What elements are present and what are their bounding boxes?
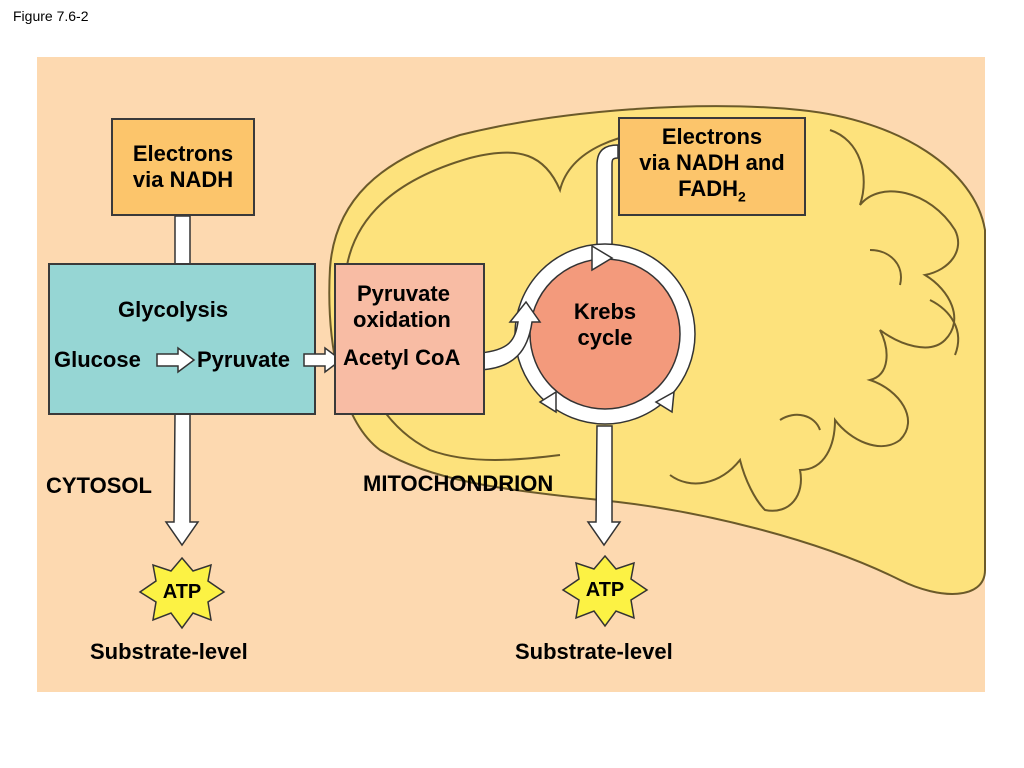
glucose-to-pyruvate-arrow [156, 346, 196, 374]
crista-fold [869, 249, 902, 286]
cycle-arrowhead [654, 390, 675, 414]
pyruvate-oxidation-line1: Pyruvate [357, 281, 450, 306]
krebs-label-line2: cycle [577, 325, 633, 350]
electrons-nadh-fadh-line3: FADH2 [678, 176, 746, 205]
pyruvate-to-acetylcoa-arrow [303, 346, 343, 374]
atp-right-caption: Substrate-level [515, 639, 673, 664]
electrons-nadh-fadh-box: Electrons via NADH and FADH2 [618, 117, 806, 216]
cytosol-label: CYTOSOL [46, 473, 152, 498]
electrons-nadh-fadh-line2: via NADH and [639, 150, 785, 175]
pyruvate-oxidation-line2: oxidation [353, 307, 451, 332]
arrow-nadh-to-glycolysis [174, 215, 191, 265]
arrow-glycolysis-to-atp [164, 413, 200, 547]
pyruvate-oxidation-box [334, 263, 485, 415]
glucose-label: Glucose [54, 347, 141, 372]
mitochondrion-label: MITOCHONDRION [363, 471, 554, 496]
arrow-krebs-to-atp [586, 425, 622, 547]
atp-right-label: ATP [585, 579, 625, 601]
krebs-label-line1: Krebs [573, 299, 637, 324]
cycle-arrowhead [591, 244, 614, 272]
atp-left-caption: Substrate-level [90, 639, 248, 664]
pyruvate-label: Pyruvate [197, 347, 290, 372]
glycolysis-title: Glycolysis [118, 297, 229, 322]
glycolysis-box [48, 263, 316, 415]
cycle-arrowhead [538, 390, 557, 414]
crista-fold [779, 413, 821, 431]
electrons-nadh-line2: via NADH [132, 167, 234, 192]
arrow-acetylcoa-to-krebs [479, 300, 542, 371]
acetyl-coa-label: Acetyl CoA [343, 345, 461, 370]
figure-label: Figure 7.6-2 [13, 8, 89, 24]
atp-left-label: ATP [162, 581, 202, 603]
electrons-nadh-line1: Electrons [132, 141, 234, 166]
crista-fold [929, 299, 960, 356]
electrons-nadh-box: Electrons via NADH [111, 118, 255, 216]
electrons-nadh-fadh-line1: Electrons [661, 124, 763, 149]
atp-star-left [138, 556, 226, 630]
atp-star-right [561, 554, 649, 628]
